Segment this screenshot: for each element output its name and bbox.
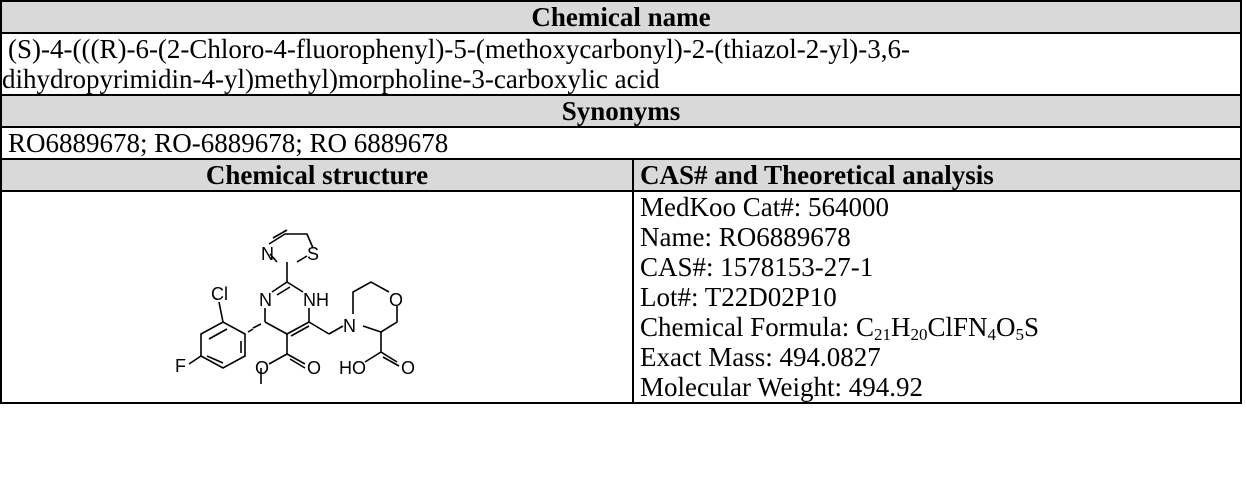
label-s-thiazole: S: [307, 244, 319, 264]
datasheet: Chemical name (S)-4-(((R)-6-(2-Chloro-4-…: [0, 0, 1242, 404]
medkoo-cat: MedKoo Cat#: 564000: [640, 192, 889, 222]
label-o-ester-methyl: O: [255, 358, 269, 378]
chemical-name-line-1: (S)-4-(((R)-6-(2-Chloro-4-fluorophenyl)-…: [8, 34, 910, 64]
label-o-ester: O: [307, 358, 321, 378]
label-o-morpholine: O: [389, 290, 403, 310]
label-ho-acid: HO: [339, 358, 366, 378]
structure-header: Chemical structure: [0, 158, 634, 192]
synonyms-header-row: Synonyms: [0, 94, 1242, 128]
datasheet-table: Chemical name (S)-4-(((R)-6-(2-Chloro-4-…: [0, 0, 1242, 404]
label-nh: NH: [303, 290, 329, 310]
label-f: F: [175, 356, 186, 376]
chemical-name-line-2: dihydropyrimidin-4-yl)methyl)morpholine-…: [2, 64, 660, 94]
chemical-structure-drawing: N S N NH Cl F O N O HO O O: [175, 229, 415, 384]
chemical-name-header-row: Chemical name: [0, 0, 1242, 34]
compound-name: Name: RO6889678: [640, 222, 851, 252]
structure-cell: N S N NH Cl F O N O HO O O: [0, 190, 634, 404]
chemical-formula: Chemical Formula: C21H20ClFN4O5S: [640, 312, 1040, 344]
exact-mass: Exact Mass: 494.0827: [640, 342, 881, 372]
chemical-name-header: Chemical name: [0, 0, 1242, 34]
cas-number: CAS#: 1578153-27-1: [640, 252, 874, 282]
analysis-header: CAS# and Theoretical analysis: [632, 158, 1242, 192]
columns-header-row: Chemical structure CAS# and Theoretical …: [0, 158, 1242, 192]
label-n-morpholine: N: [343, 316, 356, 336]
content-row: N S N NH Cl F O N O HO O O MedKoo Cat#: …: [0, 190, 1242, 404]
synonyms-header: Synonyms: [0, 94, 1242, 128]
label-cl: Cl: [211, 284, 228, 304]
label-n-ring: N: [259, 290, 272, 310]
chemical-name-value: (S)-4-(((R)-6-(2-Chloro-4-fluorophenyl)-…: [0, 32, 1242, 96]
label-n-thiazole: N: [261, 244, 274, 264]
molecular-weight: Molecular Weight: 494.92: [640, 372, 924, 402]
synonyms-value: RO6889678; RO-6889678; RO 6889678: [0, 126, 1242, 160]
analysis-cell: MedKoo Cat#: 564000 Name: RO6889678 CAS#…: [632, 190, 1242, 404]
synonyms-row: RO6889678; RO-6889678; RO 6889678: [0, 126, 1242, 160]
chemical-name-row: (S)-4-(((R)-6-(2-Chloro-4-fluorophenyl)-…: [0, 32, 1242, 96]
lot-number: Lot#: T22D02P10: [640, 282, 837, 312]
label-o-acid: O: [401, 358, 415, 378]
